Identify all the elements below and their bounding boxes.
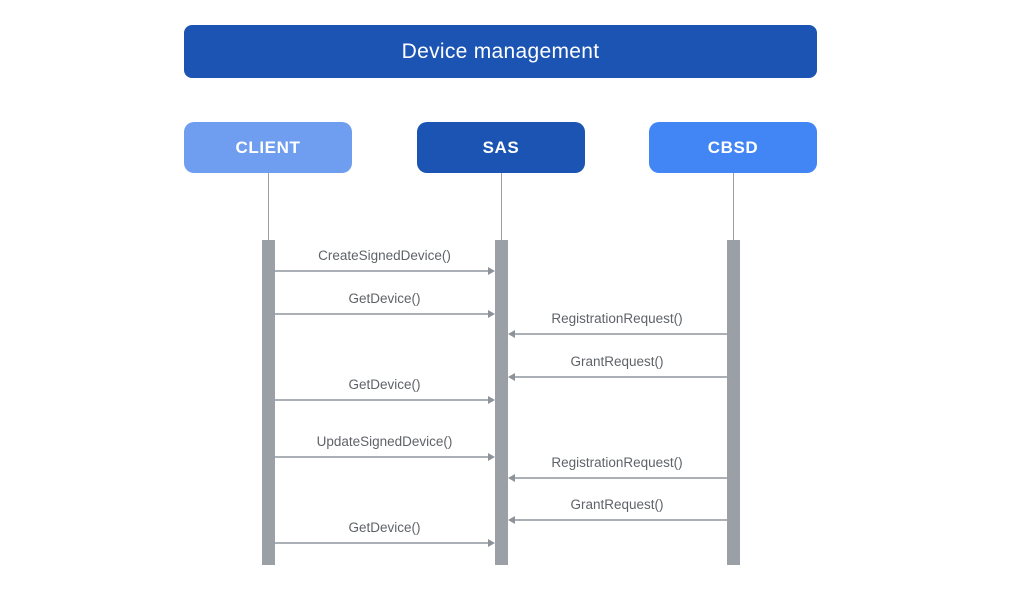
activation-bar-cbsd <box>726 240 740 565</box>
message-line <box>514 333 727 335</box>
arrowhead-left-icon <box>507 473 515 482</box>
message-line <box>514 376 727 378</box>
message-label: GetDevice() <box>348 291 421 306</box>
message-line <box>514 477 727 479</box>
lifeline-sas <box>500 173 502 240</box>
message-line <box>274 313 488 315</box>
message-line <box>514 519 727 521</box>
actor-box-cbsd: CBSD <box>649 122 817 173</box>
lifeline-client <box>267 173 269 240</box>
message-label: GrantRequest() <box>570 497 664 512</box>
message-label: GetDevice() <box>348 377 421 392</box>
message-line <box>274 542 488 544</box>
activation-bar-client <box>261 240 275 565</box>
lifeline-cbsd <box>732 173 734 240</box>
message-line <box>274 399 488 401</box>
arrowhead-right-icon <box>487 266 495 275</box>
arrowhead-left-icon <box>507 329 515 338</box>
arrowhead-right-icon <box>487 538 495 547</box>
message-label: RegistrationRequest() <box>551 455 683 470</box>
message-line <box>274 456 488 458</box>
message-line <box>274 270 488 272</box>
arrowhead-left-icon <box>507 372 515 381</box>
message-label: GetDevice() <box>348 520 421 535</box>
diagram-title: Device management <box>184 25 817 78</box>
message-label: UpdateSignedDevice() <box>316 434 453 449</box>
arrowhead-right-icon <box>487 309 495 318</box>
activation-bar-sas <box>494 240 508 565</box>
arrowhead-left-icon <box>507 515 515 524</box>
actor-box-sas: SAS <box>417 122 585 173</box>
message-label: CreateSignedDevice() <box>318 248 451 263</box>
actor-box-client: CLIENT <box>184 122 352 173</box>
arrowhead-right-icon <box>487 452 495 461</box>
message-label: RegistrationRequest() <box>551 311 683 326</box>
message-label: GrantRequest() <box>570 354 664 369</box>
arrowhead-right-icon <box>487 395 495 404</box>
